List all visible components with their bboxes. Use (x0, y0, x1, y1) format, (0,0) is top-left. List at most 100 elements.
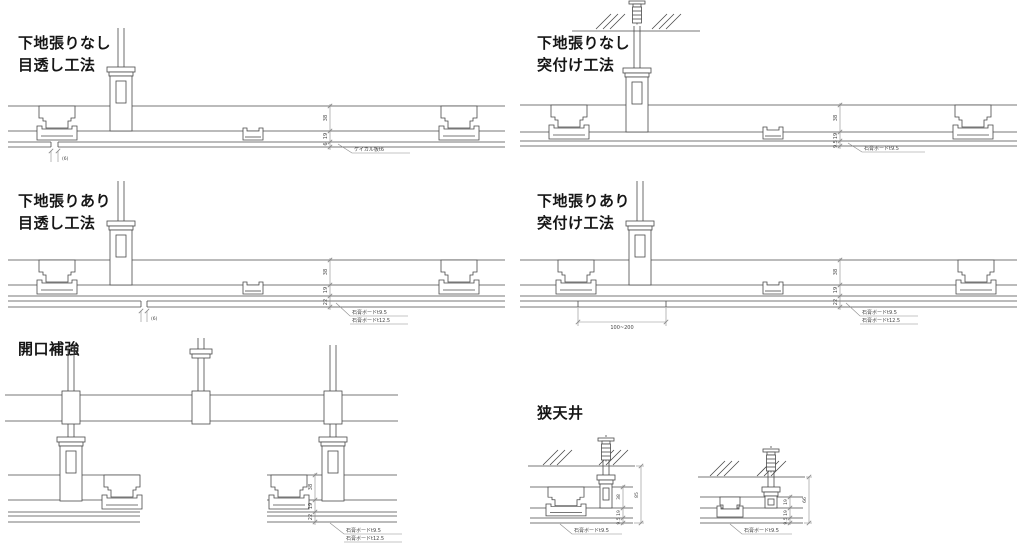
mbar-symbol (952, 104, 994, 140)
anchor-insert-symbol (762, 445, 780, 475)
panel-with-base-butt-joint: 下地張りあり 突付け工法 38 19 22 100~200 石膏ボードt9 (520, 181, 1017, 331)
leader-label: 石膏ボードt9.5 (729, 523, 792, 535)
vertical-dimension: 38 19 22 (323, 257, 333, 310)
hanger-symbol (56, 436, 86, 502)
svg-text:19: 19 (323, 287, 329, 293)
svg-text:石膏ボードt9.5: 石膏ボードt9.5 (862, 309, 897, 316)
svg-text:ケイカル板t6: ケイカル板t6 (354, 146, 384, 153)
leader-label: 石膏ボードt9.5 (559, 523, 622, 535)
mbar-symbol (36, 105, 78, 141)
svg-text:石膏ボードt9.5: 石膏ボードt9.5 (864, 145, 899, 152)
panel-title: 下地張りあり (18, 192, 111, 210)
hanger-symbol (625, 220, 655, 286)
svg-text:19: 19 (323, 133, 329, 139)
panel-title: 下地張りなし (18, 34, 111, 52)
overall-dimension: 66 (802, 474, 812, 526)
leader-label: 石膏ボードt9.5 石膏ボードt12.5 (845, 302, 918, 325)
panel-title: 下地張りなし (537, 34, 630, 52)
channel-clip-symbol (242, 127, 264, 141)
svg-text:(6): (6) (151, 316, 158, 322)
svg-text:38: 38 (833, 115, 839, 121)
svg-text:石膏ボードt9.5: 石膏ボードt9.5 (744, 527, 779, 534)
panel-title: 突付け工法 (537, 214, 615, 232)
svg-text:38: 38 (833, 269, 839, 275)
vertical-dimension: 38 19 9.5 (616, 484, 626, 526)
joint-gap-dimension: (6) (138, 308, 158, 322)
panel-title: 狭天井 (536, 404, 584, 422)
svg-text:9.5: 9.5 (783, 517, 789, 524)
svg-text:19: 19 (833, 287, 839, 293)
svg-text:9.5: 9.5 (833, 140, 839, 148)
overall-dimension: 85 (634, 463, 644, 526)
svg-text:22: 22 (833, 299, 839, 305)
mbar-symbol (36, 259, 78, 295)
svg-text:19: 19 (833, 133, 839, 139)
svg-text:100~200: 100~200 (610, 325, 633, 331)
anchor-insert-symbol (597, 434, 615, 464)
svg-text:66: 66 (802, 497, 808, 503)
panel-title: 目透し工法 (18, 214, 96, 232)
svg-text:38: 38 (323, 269, 329, 275)
mbar-symbol (101, 474, 143, 510)
svg-text:38: 38 (323, 115, 329, 121)
slab-hatch-icon (709, 460, 740, 477)
svg-text:石膏ボードt12.5: 石膏ボードt12.5 (352, 317, 390, 324)
leader-label: 石膏ボードt9.5 (847, 142, 925, 153)
svg-text:石膏ボードt9.5: 石膏ボードt9.5 (352, 309, 387, 316)
mbar-symbol (438, 259, 480, 295)
vertical-dimension: 38 19 6 (323, 103, 333, 150)
mbar19-symbol (716, 496, 744, 518)
panel-title: 目透し工法 (18, 56, 96, 74)
hanger-symbol (622, 67, 652, 133)
slab-hatch-icon (651, 13, 682, 30)
anchor-insert-symbol (628, 0, 646, 27)
mbar-symbol (955, 259, 997, 295)
panel-title: 突付け工法 (537, 56, 615, 74)
mbar-symbol (545, 486, 587, 517)
vertical-dimension: 38 19 22 (833, 257, 843, 310)
vertical-dimension: 38 19 9.5 (833, 102, 843, 149)
panel-opening-reinforcement: 開口補強 38 19 (5, 338, 402, 543)
joint-gap-dimension: (6) (48, 148, 69, 162)
panel-with-base-open-joint: 下地張りあり 目透し工法 38 19 22 (6) 石膏ボードt9.5 (8, 181, 505, 325)
svg-text:38: 38 (616, 494, 622, 500)
leader-label: ケイカル板t6 (337, 143, 410, 154)
svg-text:6: 6 (323, 142, 329, 145)
vertical-dimension: 19 19 9.5 (783, 494, 793, 526)
hanger-symbol (106, 220, 136, 286)
hanger-symbol (106, 66, 136, 132)
mbar-symbol (438, 105, 480, 141)
slab-hatch-icon (595, 13, 626, 30)
mbar-symbol (548, 104, 590, 140)
channel-clip-symbol (762, 126, 784, 140)
span-dimension: 100~200 (575, 308, 669, 331)
mbar-symbol (268, 474, 310, 510)
svg-text:石膏ボードt12.5: 石膏ボードt12.5 (862, 317, 900, 324)
svg-text:石膏ボードt9.5: 石膏ボードt9.5 (574, 527, 609, 534)
vertical-dimension: 38 19 22 (308, 472, 318, 525)
narrow-ceiling-detail-a: 38 19 9.5 85 石膏ボードt9.5 (528, 434, 644, 535)
svg-text:19: 19 (783, 499, 789, 505)
panel-no-base-butt-joint: 下地張りなし 突付け工法 38 19 9.5 石膏ボードt9.5 (520, 0, 1017, 153)
leader-label: 石膏ボードt9.5 石膏ボードt12.5 (329, 522, 402, 543)
svg-text:22: 22 (323, 299, 329, 305)
narrow-ceiling-detail-b: 19 19 9.5 66 石膏ボードt9.5 (698, 445, 812, 535)
hanger-symbol (318, 436, 348, 502)
svg-text:85: 85 (634, 492, 640, 498)
svg-text:38: 38 (308, 484, 314, 490)
panel-title: 下地張りあり (537, 192, 630, 210)
leader-label: 石膏ボードt9.5 石膏ボードt12.5 (335, 302, 408, 325)
mbar-symbol (555, 259, 597, 295)
svg-text:(6): (6) (62, 156, 69, 162)
channel-clip-symbol (762, 281, 784, 295)
panel-no-base-open-joint: 下地張りなし 目透し工法 38 19 6 (6) ケイカル板t6 (8, 28, 505, 162)
panel-narrow-ceiling: 狭天井 38 19 9.5 (528, 404, 812, 535)
svg-text:石膏ボードt12.5: 石膏ボードt12.5 (346, 535, 384, 542)
panel-title: 開口補強 (18, 340, 80, 358)
svg-text:19: 19 (783, 510, 789, 516)
svg-text:22: 22 (308, 514, 314, 520)
channel-clip-symbol (242, 281, 264, 295)
svg-text:19: 19 (616, 510, 622, 516)
svg-text:19: 19 (308, 503, 314, 509)
